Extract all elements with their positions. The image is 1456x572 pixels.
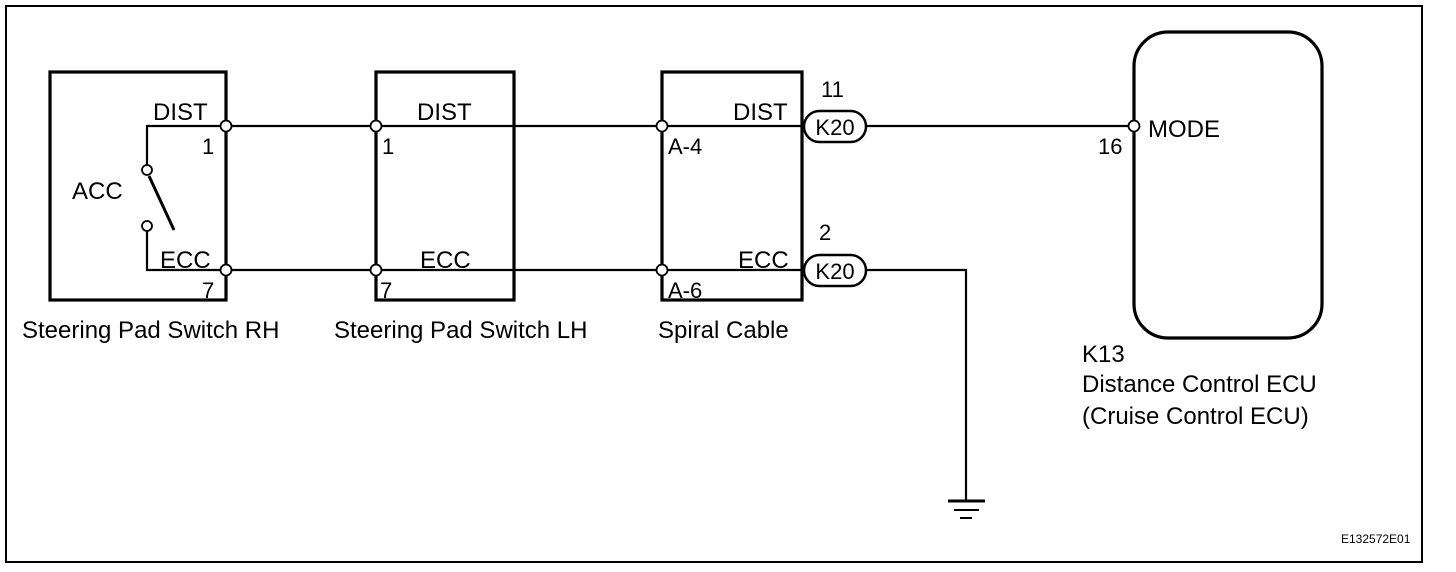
ecu-box [1132,30,1324,340]
spiral-dist-terminal [655,119,669,133]
spiral-cable: DIST A-4 ECC A-6 [660,70,804,303]
lh-ecc-terminal [369,263,383,277]
steering-pad-switch-lh: DIST 1 ECC 7 [374,70,516,303]
rh-ecc-terminal [219,263,233,277]
ecu-code: K13 [1082,341,1125,368]
spiral-dist-label: DIST [733,99,788,126]
ground-icon [948,499,985,519]
spiral-ecc-terminal [655,263,669,277]
connector-k20-dist-pin: 11 [821,77,844,102]
ecu-mode-label: MODE [1148,116,1220,143]
ecu-name: Distance Control ECU [1082,371,1317,398]
switch-blade [147,175,176,231]
figure-code: E132572E01 [1341,532,1411,546]
diagram-frame [5,5,1423,563]
ecu-mode-pin: 16 [1098,134,1122,159]
connector-k20-ecc: K20 2 [802,220,868,288]
rh-switch-name: Steering Pad Switch RH [22,317,279,344]
rh-dist-pin: 1 [202,134,214,159]
switch-contact-top [141,164,153,176]
lh-ecc-pin: 7 [380,278,392,303]
spiral-ecc-pin: A-6 [668,278,702,303]
rh-dist-label: DIST [153,99,208,126]
spiral-cable-box [660,70,804,302]
connector-k20-dist-outline [802,109,868,144]
connector-k20-dist-id: K20 [815,115,854,140]
connector-k20-ecc-outline [802,253,868,288]
spiral-dist-pin: A-4 [668,134,702,159]
rh-switch-box [48,70,228,302]
connector-k20-ecc-pin: 2 [819,220,831,245]
ecu-subname: (Cruise Control ECU) [1082,403,1309,430]
lh-dist-label: DIST [417,99,472,126]
connector-k20-ecc-id: K20 [815,259,854,284]
lh-dist-pin: 1 [382,134,394,159]
rh-switch-upper-wire [145,124,226,166]
rh-switch-lower-wire [145,230,226,272]
steering-pad-switch-rh: DIST 1 ECC 7 ACC [48,70,228,303]
acc-switch-label: ACC [72,178,123,205]
rh-ecc-pin: 7 [202,278,214,303]
switch-contact-bottom [141,220,153,232]
lh-dist-terminal [369,119,383,133]
ecc-ground-wire [866,268,968,500]
connector-k20-dist: K20 11 [802,77,868,144]
rh-dist-terminal [219,119,233,133]
lh-switch-box [374,70,516,302]
spiral-cable-name: Spiral Cable [658,317,789,344]
lh-switch-name: Steering Pad Switch LH [334,317,587,344]
ecu-mode-terminal [1127,119,1141,133]
distance-control-ecu: MODE 16 [1098,30,1324,340]
